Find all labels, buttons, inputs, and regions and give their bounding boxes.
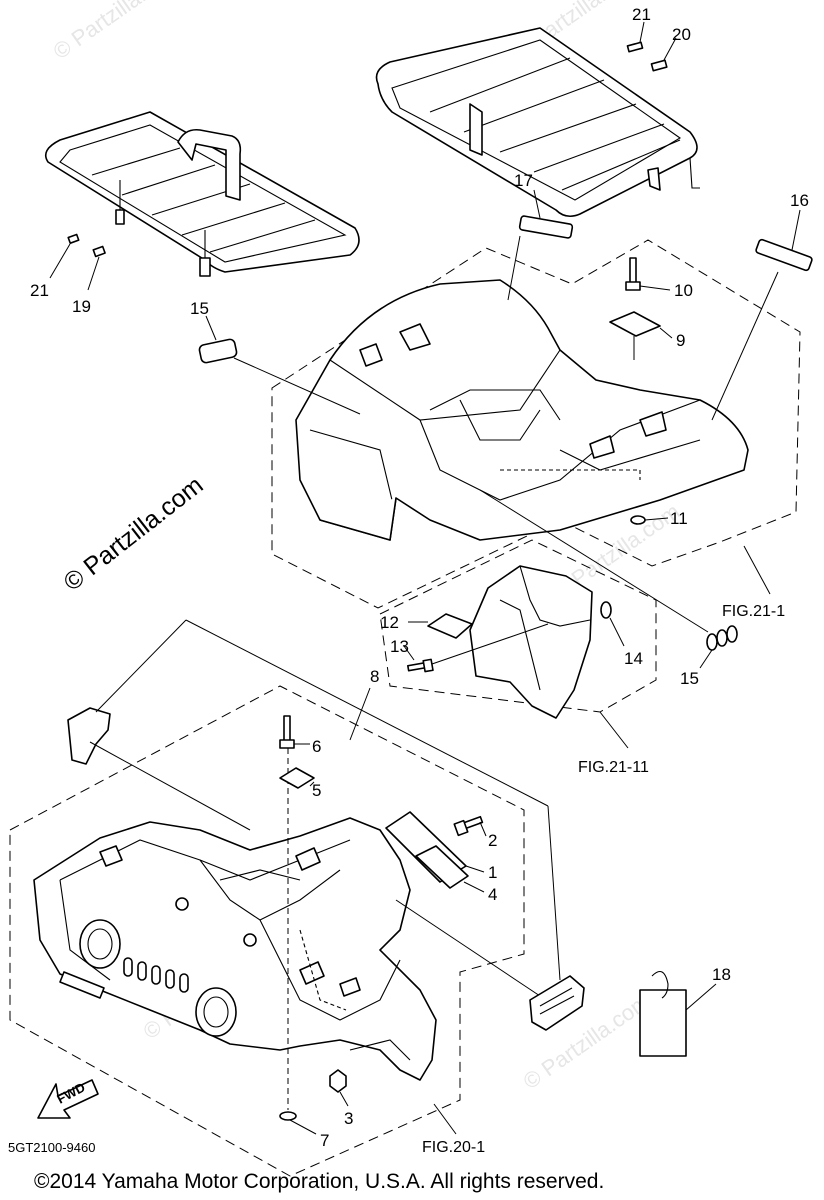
callout-14: 14 — [624, 649, 643, 668]
callout-17: 17 — [514, 171, 533, 190]
callout-16: 16 — [790, 191, 809, 210]
label-21-rear — [626, 41, 644, 53]
callout-19: 19 — [72, 297, 91, 316]
callout-11: 11 — [670, 509, 688, 528]
plate-4 — [415, 845, 469, 889]
callout-4: 4 — [488, 885, 497, 904]
watermark-faint: © Partzilla.com — [49, 0, 185, 64]
callout-1: 1 — [488, 863, 497, 882]
label-19 — [92, 245, 106, 258]
reflector-15 — [198, 338, 238, 364]
callout-20: 20 — [672, 25, 691, 44]
callout-3: 3 — [344, 1109, 353, 1128]
plate-5 — [279, 767, 315, 789]
callout-2: 2 — [488, 831, 497, 850]
callout-15-left: 15 — [190, 299, 209, 318]
emblem-17 — [518, 215, 574, 239]
rivet-2 — [453, 815, 484, 837]
figref-mud-flap: FIG.21-11 — [578, 759, 649, 776]
plate-9 — [609, 311, 661, 337]
front-fender — [33, 817, 437, 1081]
washer-7 — [279, 1111, 297, 1121]
callout-21-rear: 21 — [632, 5, 651, 24]
rear-fender — [295, 279, 749, 541]
callout-9: 9 — [676, 331, 685, 350]
washer-11 — [630, 515, 646, 525]
callout-21-front: 21 — [30, 281, 49, 300]
callout-8: 8 — [370, 667, 379, 686]
plate-12 — [427, 613, 473, 639]
label-20 — [650, 59, 668, 72]
fwd-arrow-icon — [37, 1079, 99, 1119]
figref-front-fender: FIG.20-1 — [422, 1139, 485, 1156]
grommet-15 — [706, 625, 738, 651]
callout-15-right: 15 — [680, 669, 699, 688]
callout-10: 10 — [674, 281, 693, 300]
boundary-rear-fender — [271, 239, 801, 609]
rivet-6 — [279, 715, 295, 749]
partzilla-watermark: © Partzilla.com — [58, 471, 208, 597]
label-21-front — [67, 233, 80, 244]
callout-12: 12 — [380, 613, 399, 632]
washer-14 — [600, 601, 612, 619]
nut-3 — [329, 1069, 347, 1093]
front-carrier — [44, 111, 360, 277]
callout-13: 13 — [390, 637, 409, 656]
callout-6: 6 — [312, 737, 321, 756]
front-mud-flap — [67, 707, 111, 765]
mud-flap — [469, 565, 593, 719]
callout-18: 18 — [712, 965, 731, 984]
rear-carrier — [375, 27, 700, 218]
callout-5: 5 — [312, 781, 321, 800]
rivet-13 — [407, 658, 434, 673]
grizzly-badge — [529, 975, 585, 1031]
emblem-16 — [755, 238, 813, 272]
rivet-10 — [625, 257, 641, 291]
boundary-front-fender — [9, 685, 525, 1177]
callout-7: 7 — [320, 1131, 329, 1150]
figref-rear-fender: FIG.21-1 — [722, 603, 785, 620]
copyright-notice: ©2014 Yamaha Motor Corporation, U.S.A. A… — [34, 1170, 604, 1193]
diagram-code: 5GT2100-9460 — [8, 1140, 95, 1155]
boundary-mud-flap — [379, 539, 657, 713]
tag-18 — [639, 970, 687, 1057]
